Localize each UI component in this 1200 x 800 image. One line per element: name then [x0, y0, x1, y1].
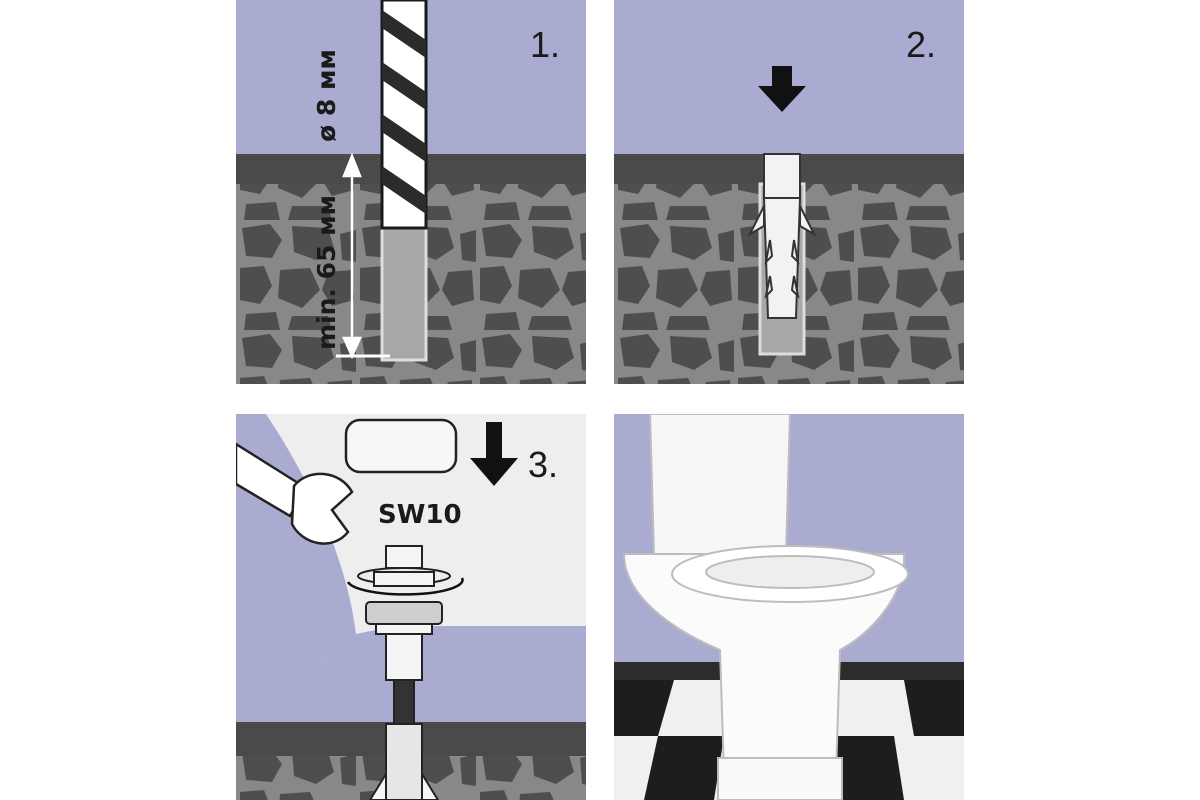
step-1-drill-illustration	[236, 0, 586, 384]
down-arrow-icon	[470, 422, 518, 486]
step-3-screw-illustration	[236, 414, 586, 800]
screw-cap-icon	[344, 418, 458, 474]
toilet-icon	[622, 414, 909, 800]
step-3-number: 3.	[528, 444, 559, 485]
drill-bit-icon	[380, 0, 428, 230]
step-2-dowel-illustration	[614, 66, 964, 384]
installed-toilet-illustration	[614, 414, 964, 800]
step-4-panel	[614, 414, 964, 800]
bolt-icon	[357, 545, 451, 800]
drill-diameter-label: ø 8 мм	[312, 49, 341, 142]
wrench-icon	[236, 442, 354, 545]
depth-dimension-arrow	[336, 152, 390, 360]
step-1-panel: 1. ø 8 мм min. 65 мм	[236, 0, 586, 384]
step-2-panel: 2.	[614, 0, 964, 384]
down-arrow-icon	[758, 66, 806, 112]
step-1-number: 1.	[530, 24, 561, 65]
step-3-panel: 3. SW10	[236, 414, 586, 800]
wall-plug-icon	[747, 153, 817, 319]
step-2-number: 2.	[906, 24, 937, 65]
rotation-arrow-icon	[346, 577, 464, 596]
drill-depth-label: min. 65 мм	[312, 195, 341, 350]
wrench-size-label: SW10	[378, 500, 462, 530]
